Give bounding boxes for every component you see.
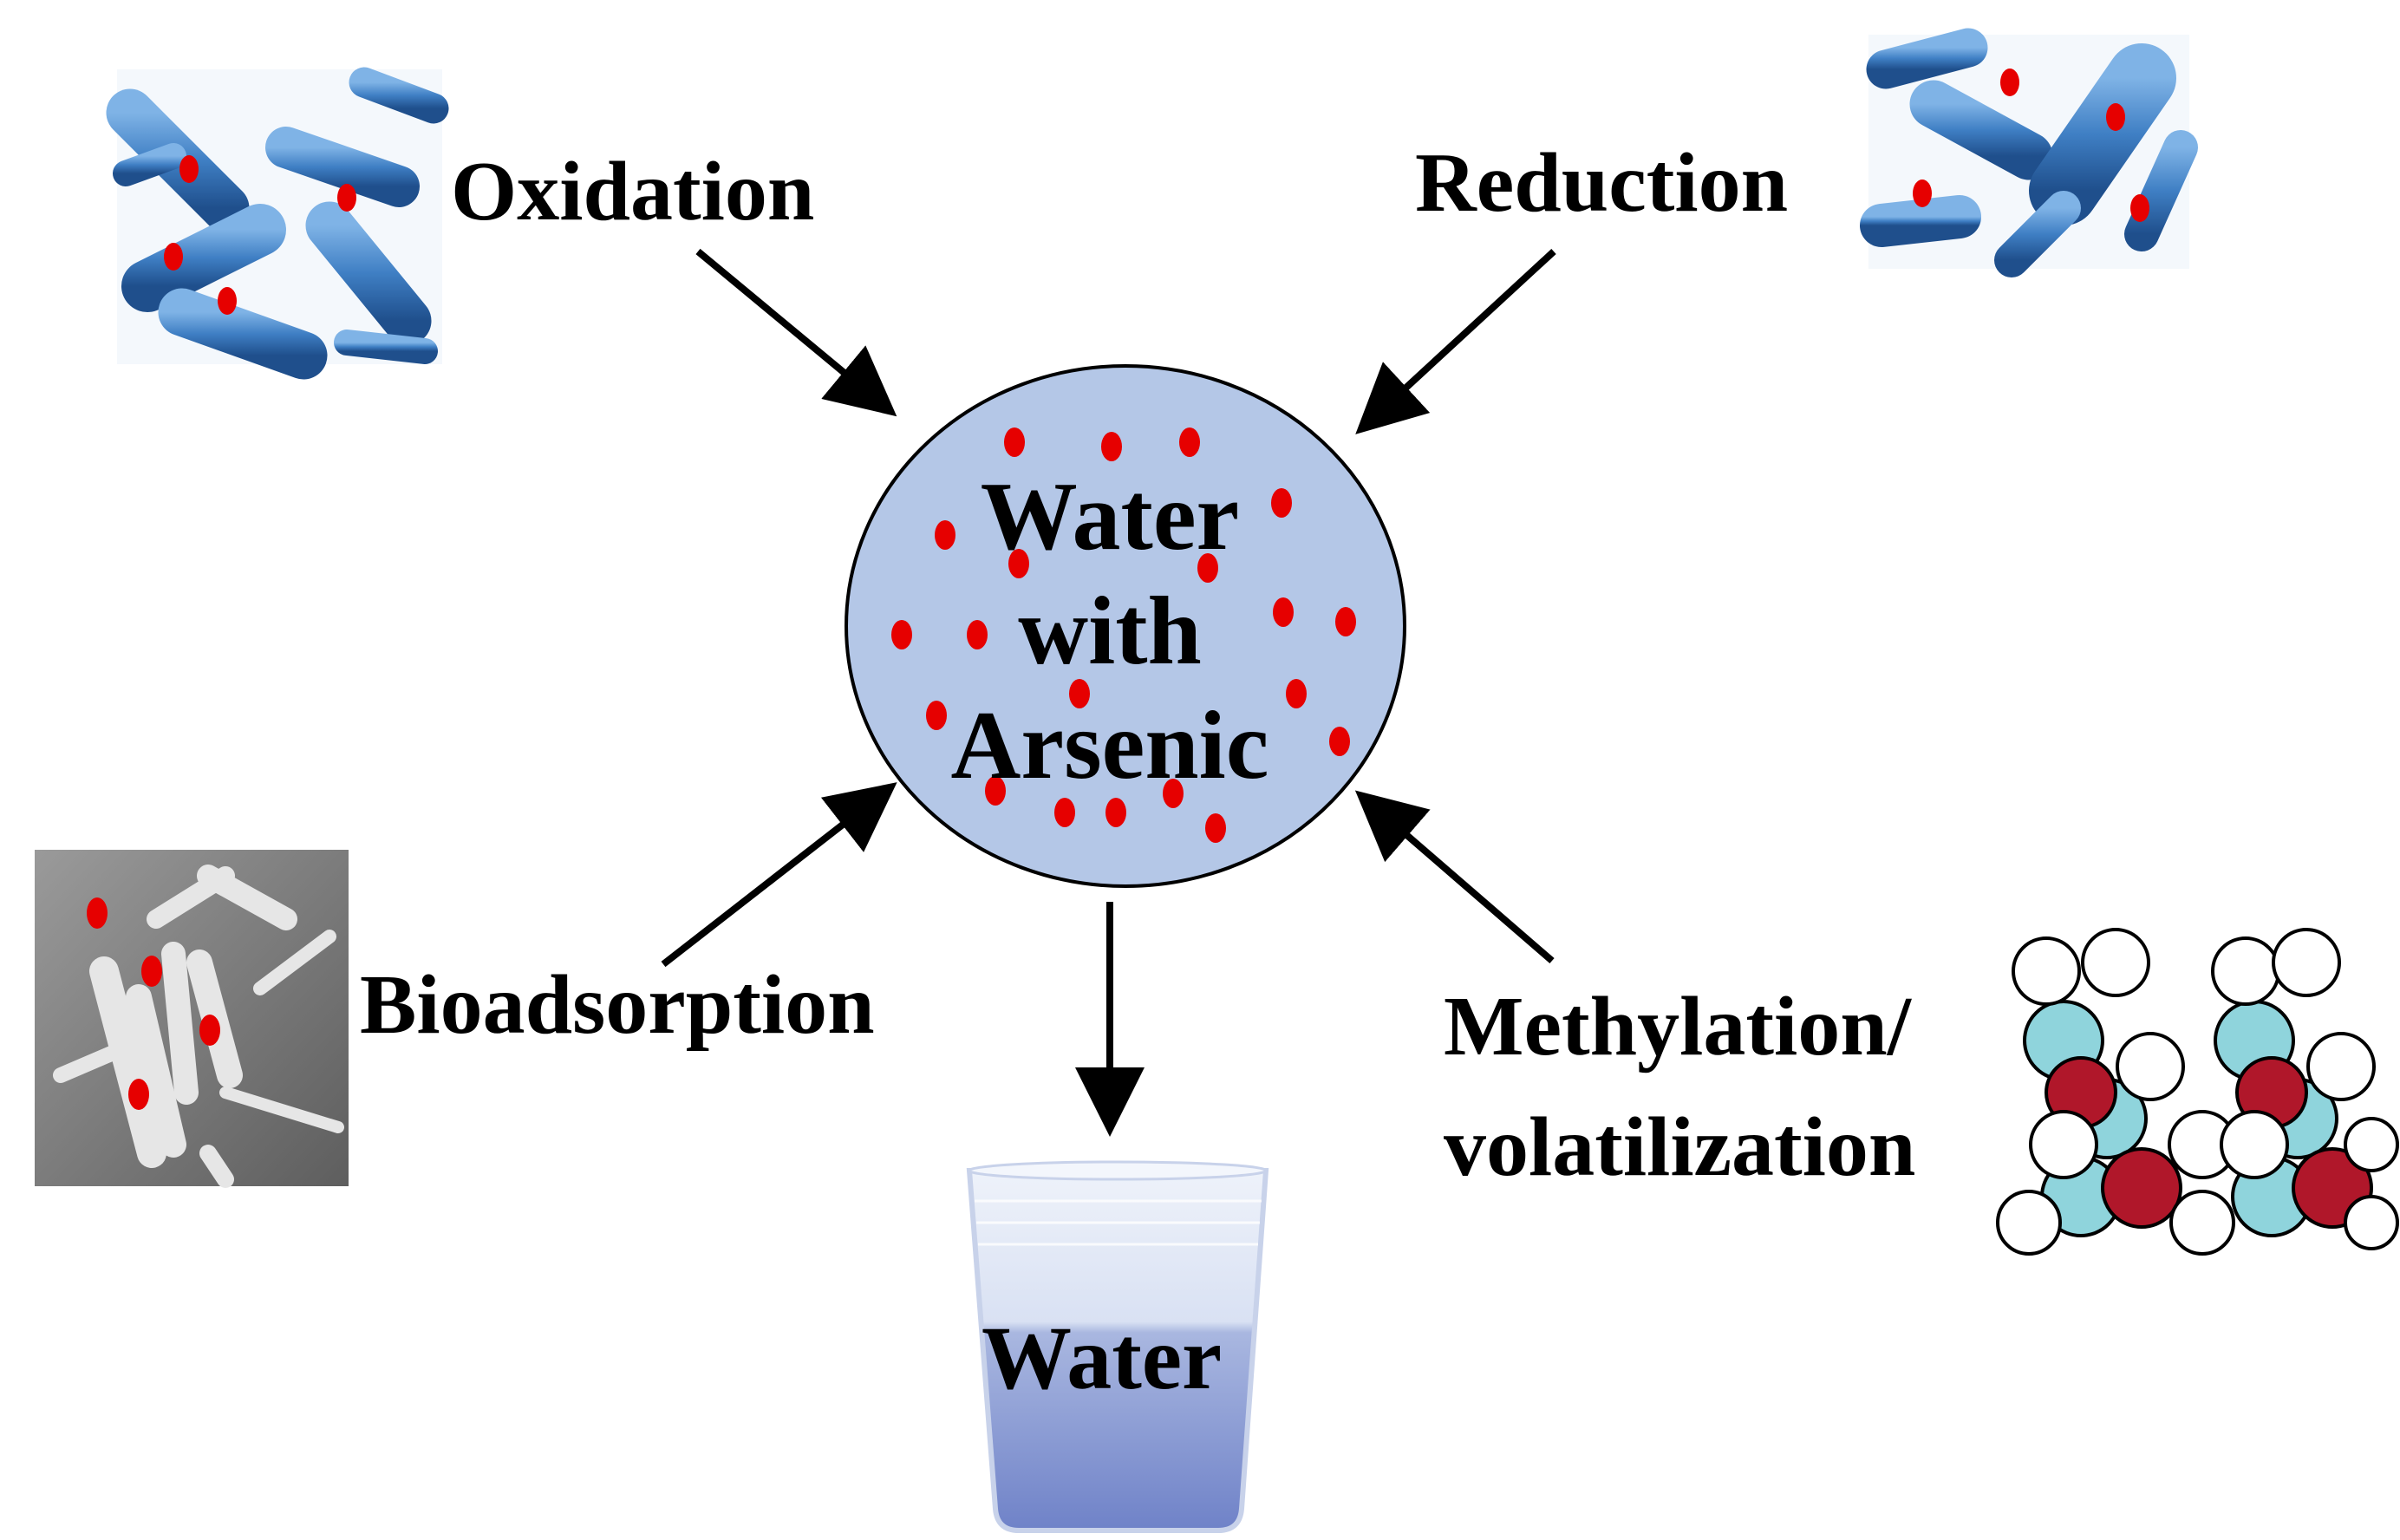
output-water-label: Water [982, 1308, 1223, 1408]
water-glass-image [966, 1160, 1269, 1533]
center-label-line2: with [1018, 578, 1202, 686]
bioadsorption-sem-image [35, 850, 349, 1188]
arsenic-dots [891, 427, 1356, 843]
methylation-label-line1: Methylation/ [1444, 980, 1911, 1073]
arsenic-water-circle [845, 364, 1406, 888]
bioadsorption-label: Bioadsorption [360, 958, 875, 1052]
oxidation-label: Oxidation [451, 145, 815, 238]
arrow-oxidation [695, 248, 897, 417]
center-label-line1: Water [980, 463, 1240, 571]
methylation-label-line2: volatilization [1444, 1100, 1916, 1195]
methylation-molecule-image [1996, 928, 2399, 1257]
reduction-label: Reduction [1415, 136, 1789, 230]
reduction-bacteria-image [1860, 28, 2198, 277]
arrow-reduction [1355, 249, 1556, 434]
center-label-line3: Arsenic [950, 692, 1269, 800]
center-label: Water with Arsenic [867, 460, 1353, 803]
oxidation-bacteria-image [106, 67, 449, 380]
methylation-label: Methylation/ volatilization [1444, 967, 1915, 1208]
arrow-bioadsorption [661, 782, 897, 968]
arrow-methylation [1354, 790, 1555, 964]
